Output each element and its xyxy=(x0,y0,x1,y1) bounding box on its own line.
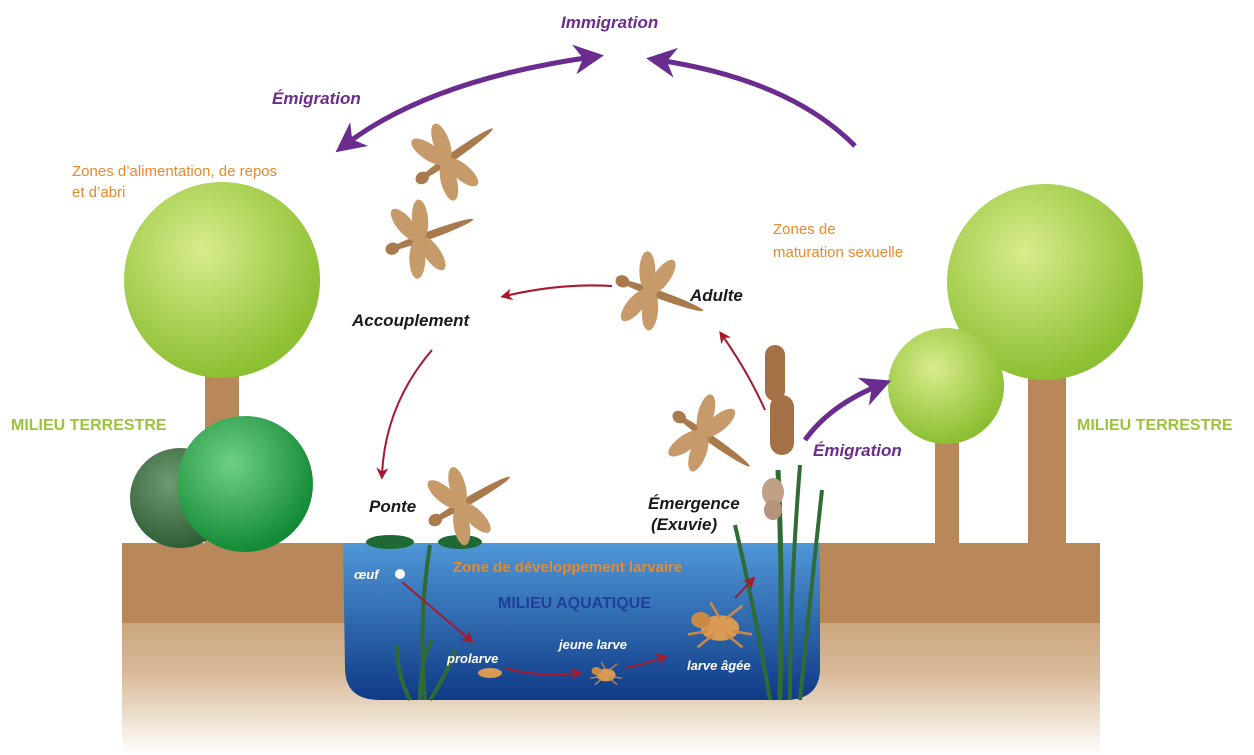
zones-alimentation-line1: Zones d’alimentation, de repos xyxy=(72,163,277,180)
arrow-mating-to-laying xyxy=(382,350,432,475)
lily-pad-left xyxy=(366,535,414,549)
adulte-label: Adulte xyxy=(689,286,743,305)
zones-maturation-line1: Zones de xyxy=(773,221,836,238)
jeune-larve-label: jeune larve xyxy=(557,637,627,652)
cattail-top xyxy=(765,345,785,401)
zones-maturation-line2: maturation sexuelle xyxy=(773,244,903,261)
dragonfly-emerging xyxy=(651,381,773,499)
milieu-terrestre-right: MILIEU TERRESTRE xyxy=(1077,417,1233,434)
accouplement-label: Accouplement xyxy=(351,311,470,330)
zones-alimentation-line2: et d’abri xyxy=(72,184,125,201)
immigration-arrow-right xyxy=(658,60,855,146)
larve-agee-label: larve âgée xyxy=(687,658,751,673)
left-tree-canopy xyxy=(124,182,320,378)
milieu-terrestre-left: MILIEU TERRESTRE xyxy=(11,417,167,434)
ponte-label: Ponte xyxy=(369,497,416,516)
milieu-aquatique-label: MILIEU AQUATIQUE xyxy=(498,595,651,612)
emigration-label-top: Émigration xyxy=(272,89,361,108)
right-tree-canopy-small xyxy=(888,328,1004,444)
prolarve-label: prolarve xyxy=(446,651,498,666)
emergence-label-line1: Émergence xyxy=(648,494,740,513)
cattail-bottom xyxy=(770,395,794,455)
exuvia-lower xyxy=(764,500,782,520)
left-green-bush xyxy=(177,416,313,552)
oeuf-label: œuf xyxy=(354,567,380,582)
arrow-emergence-to-adult xyxy=(722,335,765,410)
zone-larvaire-label: Zone de développement larvaire xyxy=(453,559,682,576)
immigration-label: Immigration xyxy=(561,13,658,32)
egg xyxy=(395,569,405,579)
arrow-adult-to-mating xyxy=(505,285,612,296)
dragonfly-mating-top xyxy=(394,96,516,214)
dragonfly-mating-bottom xyxy=(372,182,486,288)
emergence-label-line2: (Exuvie) xyxy=(651,515,717,534)
prolarva xyxy=(478,668,502,678)
emigration-immigration-arrow-left xyxy=(345,57,592,145)
emigration-arrow-right xyxy=(805,385,880,440)
emigration-label-right: Émigration xyxy=(813,441,902,460)
